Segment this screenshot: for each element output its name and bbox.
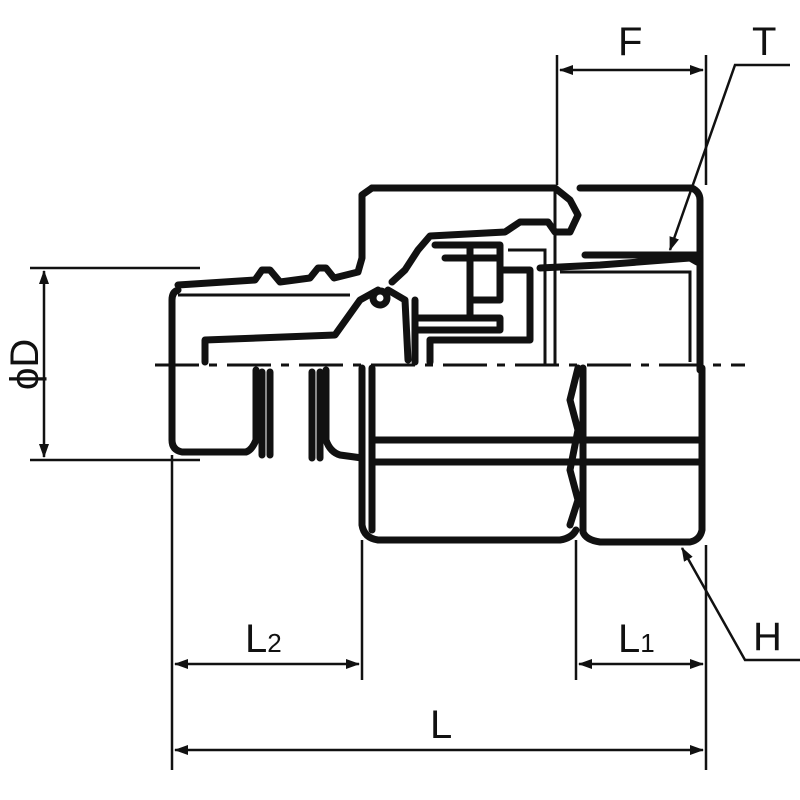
- svg-text:ϕD: ϕD: [3, 339, 47, 390]
- socket-body: [358, 184, 584, 544]
- dim-D-letter: D: [3, 339, 47, 368]
- dim-T-label: T: [752, 20, 776, 64]
- dim-H-label: H: [753, 615, 782, 659]
- dim-D-label: ϕD: [3, 339, 47, 390]
- dim-L2-label: L2: [245, 617, 282, 661]
- dim-L-label: L: [430, 703, 452, 747]
- dim-H-leader: [680, 547, 800, 662]
- dim-F-label: F: [618, 20, 642, 64]
- dim-L1-label: L1: [618, 617, 655, 661]
- phi-symbol: ϕ: [3, 368, 47, 390]
- plug-body: [168, 184, 382, 462]
- dim-T-leader: [668, 63, 790, 251]
